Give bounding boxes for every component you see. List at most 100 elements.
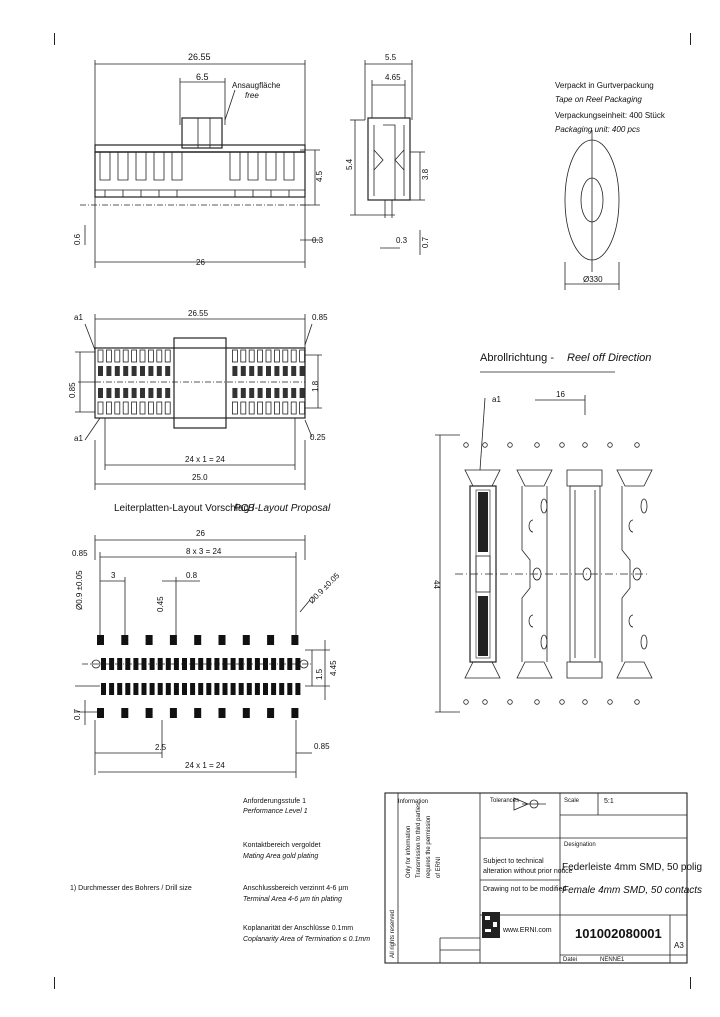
tape-label-a1: a1 (492, 395, 501, 404)
pcb-pad-row2 (238, 683, 244, 695)
contact-top (106, 349, 112, 363)
contact-slot (117, 152, 129, 181)
contact-slot (171, 152, 183, 181)
contact-slot (135, 152, 147, 181)
pcb-pad-row1 (279, 658, 285, 670)
pcb-pad-row2 (165, 683, 171, 695)
pcb-pad-bottom (267, 708, 275, 718)
pcb-pad-row1 (238, 658, 244, 670)
pcb-pad-bottom (97, 708, 104, 718)
rights-1: All rights reserved (390, 910, 396, 958)
pcb-pad-top (145, 635, 153, 645)
pcb-layout (75, 535, 330, 778)
pcb-pad-bottom (121, 708, 129, 718)
note-copl-en: Coplanarity Area of Termination ≤ 0.1mm (243, 936, 371, 943)
contact-bottom (97, 401, 104, 415)
sprocket-hole-bottom (559, 699, 565, 705)
contact-mid-top (131, 366, 137, 376)
contact-top (248, 349, 255, 363)
pcb-pad-row1 (198, 658, 204, 670)
contact-bottom (139, 401, 146, 415)
contact-top (147, 349, 154, 363)
contact-mid-bottom (123, 388, 129, 398)
tb-subject-3: Drawing not to be modified (483, 886, 567, 893)
contact-slot (247, 152, 259, 181)
pcb-pad-row2 (133, 683, 139, 695)
pcb-pad-bottom (169, 708, 177, 718)
contact-mid-top (266, 366, 271, 376)
sprocket-hole-top (559, 442, 565, 448)
contact-mid-top (274, 366, 280, 376)
tb-subject-1: Subject to technical (483, 858, 544, 865)
top-dim-pin: 0.3 (312, 236, 324, 245)
top-view (80, 60, 320, 268)
contact-top (282, 349, 289, 363)
pcb-pad-row2 (295, 683, 301, 695)
tb-tolerances: Tolerances (490, 798, 520, 804)
side-view (350, 60, 425, 255)
dim-pcb-045: 0.45 (156, 596, 165, 612)
tb-brand: www.ERNI.com (503, 927, 552, 934)
pcb-pad-top (242, 635, 250, 645)
sheet-corner-bl (54, 977, 55, 989)
contact-mid-top (123, 366, 129, 376)
contact-bottom (265, 401, 272, 415)
contact-mid-top (257, 366, 263, 376)
sprocket-hole-bottom (607, 699, 613, 705)
contact-top (97, 349, 104, 363)
contact-mid-bottom (114, 388, 120, 398)
contact-bottom (156, 401, 163, 415)
pcb-pad-row2 (206, 683, 212, 695)
contact-mid-bottom (140, 388, 145, 398)
pcb-pad-row1 (165, 658, 171, 670)
contact-bottom (114, 401, 121, 415)
contact-mid-top (291, 366, 297, 376)
contact-mid-top (156, 366, 162, 376)
tb-subject-2: alteration without prior notice (483, 868, 573, 875)
front-label-a1-bot: a1 (74, 434, 83, 443)
contact-bottom (257, 401, 264, 415)
pcb-dim-bottom: 24 x 1 = 24 (185, 761, 225, 770)
top-note-en: free (245, 91, 259, 100)
contact-top (122, 349, 129, 363)
pcb-pad-row1 (149, 658, 155, 670)
pcb-pad-row1 (133, 658, 139, 670)
pcb-pad-row1 (190, 658, 196, 670)
pcb-dim-pitch-pads: 8 x 3 = 24 (186, 547, 222, 556)
contact-slot (265, 152, 277, 181)
pcb-pad-row1 (214, 658, 220, 670)
pcb-pad-row2 (149, 683, 155, 695)
dim-pcb-15: 1.5 (315, 668, 324, 680)
pcb-pad-bottom (291, 708, 299, 718)
tape-title-en: Reel off Direction (567, 352, 652, 364)
pcb-pad-row2 (141, 683, 147, 695)
dim-side-pin-len: 0.7 (421, 236, 430, 248)
contact-mid-bottom (106, 388, 112, 398)
contact-mid-bottom (232, 388, 238, 398)
pcb-dim-bottom-right: 0.85 (314, 742, 330, 751)
contact-mid-bottom (274, 388, 280, 398)
front-view (75, 314, 322, 490)
contact-mid-bottom (282, 388, 288, 398)
rights-2: Only for information (406, 826, 412, 878)
rights-3: Transmission to third parties (416, 803, 422, 878)
pcb-pad-row2 (101, 683, 106, 695)
pcb-pad-row1 (117, 658, 123, 670)
reel-drawing (564, 130, 620, 290)
contact-mid-bottom (257, 388, 263, 398)
front-dim-overall: 26.55 (188, 309, 209, 318)
pcb-pad-row2 (222, 683, 228, 695)
pcb-pad-row2 (246, 683, 252, 695)
front-label-a1-top: a1 (74, 313, 83, 322)
pcb-pad-row1 (182, 658, 187, 670)
front-dim-pitch-total: 24 x 1 = 24 (185, 455, 225, 464)
dim-pcb-via: Ø0.9 ±0.05 (307, 571, 342, 606)
note-term-en: Terminal Area 4-6 µm tin plating (243, 896, 342, 903)
tb-designation-label: Designation (564, 842, 596, 848)
pcb-pad-row1 (173, 658, 179, 670)
sprocket-hole-top (507, 442, 513, 448)
pcb-pad-row1 (222, 658, 228, 670)
pcb-pad-row2 (279, 683, 285, 695)
